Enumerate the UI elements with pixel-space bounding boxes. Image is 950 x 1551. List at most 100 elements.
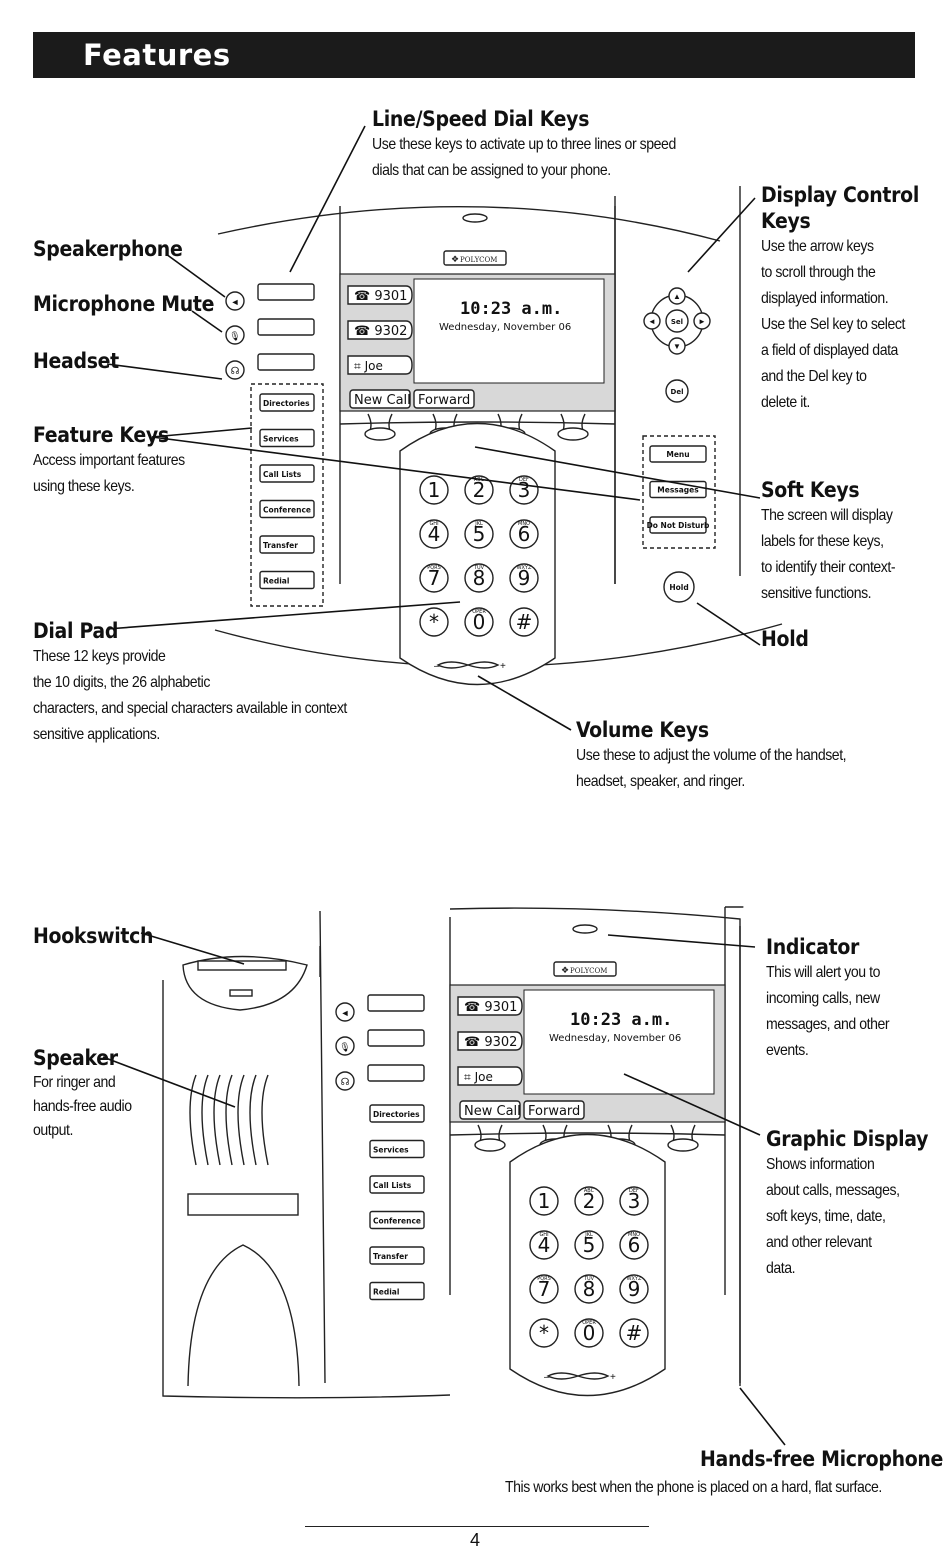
callout-title: Speaker: [33, 1046, 118, 1070]
feature-key: [369, 1175, 425, 1194]
dial-key: [574, 1186, 604, 1216]
base-stand-arch: [187, 1244, 300, 1387]
dial-key-letters: GHI: [539, 1232, 548, 1238]
hold-key-label: Hold: [669, 583, 688, 592]
screen-time: 10:23 a.m.: [460, 299, 562, 319]
callout-description: Use these to adjust the volume of the ha…: [576, 747, 847, 790]
feature-key: [369, 1281, 425, 1301]
dial-key-letters: TUV: [473, 565, 485, 571]
dial-key: [619, 1230, 649, 1260]
callout-speakerphone: Speakerphone: [33, 236, 183, 262]
right-keys-group: [642, 435, 716, 549]
lcd-screen: [413, 278, 605, 384]
dial-key-letters: TUV: [583, 1276, 595, 1282]
dial-key: [529, 1186, 559, 1216]
dial-key-letters: PQRS: [427, 565, 441, 571]
right-key-label: Do Not Disturb: [647, 521, 710, 530]
callout-description: This works best when the phone is placed…: [505, 1479, 882, 1496]
feature-key: [259, 570, 315, 590]
dial-key-digit: 6: [628, 1233, 641, 1257]
page-number: 4: [469, 1530, 480, 1550]
dial-key-letters: DEF: [629, 1188, 639, 1194]
softkey-button-cap: [557, 427, 589, 441]
dial-key: [529, 1274, 559, 1304]
volume-up-icon: +: [610, 1372, 616, 1383]
dial-key-letters: JKL: [584, 1232, 593, 1238]
dialpad-area: [509, 1133, 666, 1397]
arrow-icon: ◄: [648, 317, 656, 326]
callout-title: Soft Keys: [761, 478, 860, 502]
callout-volume-keys: Volume Keys Use these to adjust the volu…: [576, 717, 936, 795]
del-key-label: Del: [671, 388, 684, 396]
callout-microphone-mute: Microphone Mute: [33, 291, 215, 317]
speakerphone-icon: [225, 291, 245, 311]
indicator-led: [462, 213, 488, 223]
line-key: [257, 318, 315, 336]
feature-key: [369, 1104, 425, 1123]
brand-name: POLYCOM: [570, 967, 607, 975]
softkey-label-text: New Call: [354, 393, 411, 408]
feature-key: [259, 393, 315, 412]
dial-key-letters: OPER: [582, 1320, 596, 1326]
hold-key: [663, 571, 695, 603]
speaker-glyph-icon: ◄: [341, 1008, 350, 1018]
callout-line-speed-dial: Line/Speed Dial Keys Use these keys to a…: [372, 106, 732, 184]
leader-line: [687, 197, 756, 273]
dial-key: [509, 607, 539, 637]
callout-title: Line/Speed Dial Keys: [372, 107, 590, 131]
dial-key-digit: 5: [583, 1233, 596, 1257]
volume-keys: [546, 1372, 610, 1380]
callout-title: Graphic Display: [766, 1127, 929, 1151]
mute-icon: [225, 325, 245, 345]
volume-down-icon: –: [544, 1372, 550, 1383]
hookswitch-tab: [229, 989, 253, 997]
dial-key-letters: WXYZ: [517, 565, 532, 571]
dial-key-letters: GHI: [429, 521, 438, 527]
volume-keys: [436, 661, 500, 669]
sel-key-label: Sel: [671, 318, 683, 326]
speaker-grille-slot: [201, 1074, 209, 1166]
dial-key: [529, 1230, 559, 1260]
speakerphone-icon: [335, 1002, 355, 1022]
feature-keys-group: [250, 383, 324, 607]
right-panel-edge: [614, 186, 741, 584]
callout-description: The screen will display labels for these…: [761, 507, 896, 602]
callout-title: Microphone Mute: [33, 292, 215, 316]
line-label-text: ☎ 9301: [464, 1000, 517, 1015]
nav-arrow-key: [668, 287, 686, 305]
callout-description: For ringer and hands-free audio output.: [33, 1074, 132, 1139]
line-key: [367, 994, 425, 1012]
mute-icon: [335, 1036, 355, 1056]
right-key-label: Menu: [666, 450, 689, 459]
feature-key: [369, 1210, 425, 1230]
dial-key-letters: MNO: [518, 521, 530, 527]
callout-handsfree-mic-title: Hands-free Microphone: [700, 1446, 943, 1472]
dial-key-digit: 7: [428, 566, 441, 590]
dial-key: [619, 1318, 649, 1348]
callout-title: Feature Keys: [33, 423, 169, 447]
callout-dial-pad: Dial Pad These 12 keys provide the 10 di…: [33, 618, 433, 748]
dial-key-letters: ABC: [584, 1188, 595, 1194]
dial-key-digit: 8: [583, 1277, 596, 1301]
base-outline: [162, 946, 451, 1399]
headset-icon: [225, 360, 245, 380]
line-key: [367, 1029, 425, 1047]
leader-line: [191, 310, 223, 333]
side-panel-edge: [319, 906, 744, 1384]
dial-key-digit: *: [429, 610, 439, 634]
dial-key: [574, 1274, 604, 1304]
feature-key: [259, 535, 315, 554]
line-label-text: ☎ 9302: [354, 324, 407, 339]
dial-key-digit: 4: [538, 1233, 551, 1257]
right-key-label: Messages: [657, 486, 699, 495]
indicator-led: [572, 924, 598, 934]
arrow-icon: ▲: [673, 292, 681, 301]
softkey-button-cap: [364, 427, 396, 441]
speaker-grille-slot: [213, 1074, 221, 1166]
callout-soft-keys: Soft Keys The screen will display labels…: [761, 477, 941, 607]
screen-date: Wednesday, November 06: [549, 1033, 681, 1044]
line-label-text: ☎ 9302: [464, 1035, 517, 1050]
